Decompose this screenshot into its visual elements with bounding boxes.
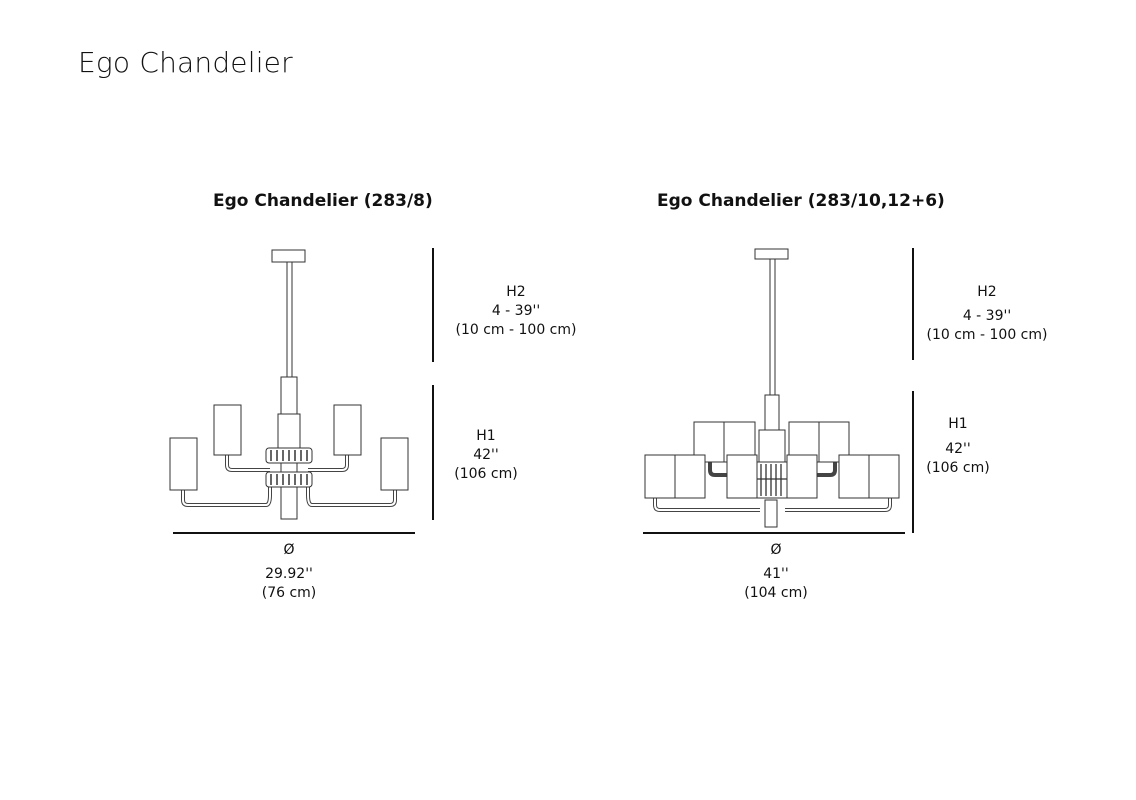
h1-label: H1 [948,416,968,432]
h2-dimension: H2 4 - 39'' (10 cm - 100 cm) [446,283,586,340]
chandelier-drawing-283-10-12-6 [643,248,914,534]
ceiling-canopy [271,249,306,263]
h1-dimension: H1 42'' (106 cm) [918,415,998,478]
lamp-shade [333,404,362,456]
diameter-metric: (104 cm) [744,585,808,601]
diameter-metric: (76 cm) [261,585,317,601]
lamp-shade [786,454,818,499]
upper-body [277,413,301,451]
h1-metric: (106 cm) [926,460,990,476]
lamp-shade [213,404,242,456]
h1-imperial: 42'' [473,447,499,463]
h2-metric: (10 cm - 100 cm) [455,322,577,338]
h2-imperial: 4 - 39'' [962,308,1012,324]
page-title: Ego Chandelier [78,46,293,79]
chandelier-drawing-283-8 [169,248,434,534]
h2-label: H2 [977,284,997,300]
suspension-rod [286,261,293,378]
diameter-label: Ø [770,542,782,558]
ceiling-canopy [754,248,789,260]
diameter-label: Ø [283,542,295,558]
lamp-shade [380,437,409,491]
h2-label: H2 [506,284,526,300]
lamp-shade [644,454,676,499]
h1-dimension: H1 42'' (106 cm) [446,427,526,484]
h2-imperial: 4 - 39'' [491,303,541,319]
lamp-shade [838,454,870,499]
suspension-rod [769,258,776,396]
h2-metric: (10 cm - 100 cm) [926,327,1048,343]
lamp-shade [868,454,900,499]
upper-body [758,429,786,466]
h1-metric: (106 cm) [454,466,518,482]
model-title: Ego Chandelier (283/8) [213,191,433,211]
model-title: Ego Chandelier (283/10,12+6) [657,191,945,211]
h1-label: H1 [476,428,496,444]
lamp-shade [726,454,758,499]
diameter-imperial: 29.92'' [265,566,313,582]
diameter-dimension: Ø 41'' (104 cm) [726,541,826,603]
h1-imperial: 42'' [945,441,971,457]
central-stem [764,394,780,436]
h2-dimension: H2 4 - 39'' (10 cm - 100 cm) [917,283,1057,345]
diameter-dimension: Ø 29.92'' (76 cm) [239,541,339,603]
lamp-shade [674,454,706,499]
diameter-imperial: 41'' [763,566,789,582]
lamp-shade [169,437,198,491]
bottom-stem [764,499,778,528]
